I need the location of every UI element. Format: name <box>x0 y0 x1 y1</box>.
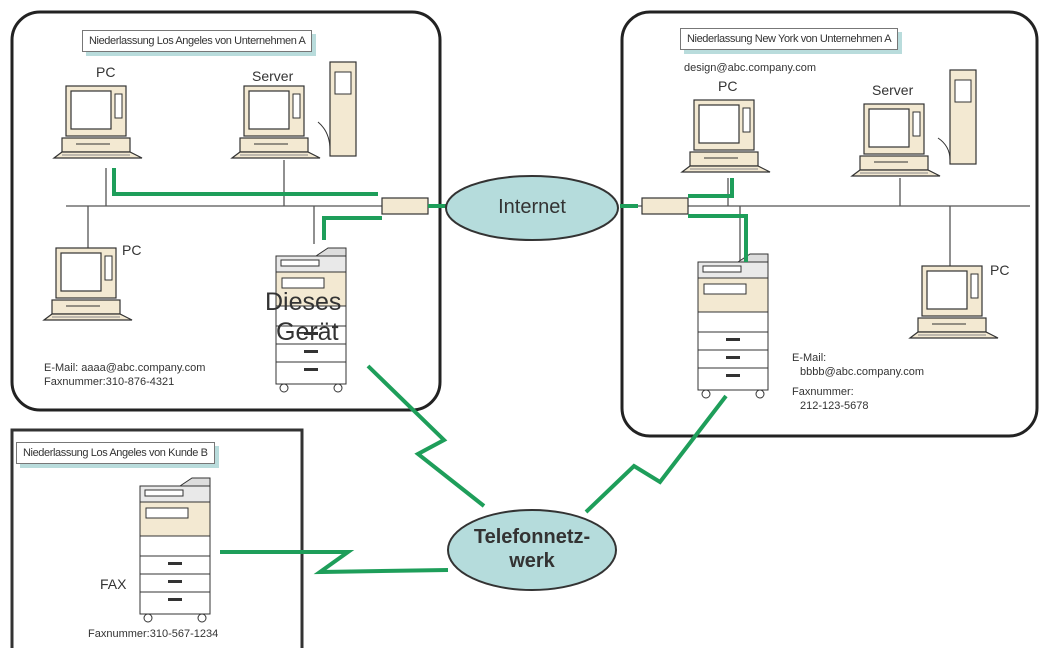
server-label-la: Server <box>252 68 294 84</box>
la-email-address: E-Mail: aaaa@abc.company.com <box>44 362 206 374</box>
branch-title-ny-company-a: Niederlassung New York von Unternehmen A <box>680 28 899 50</box>
phone-links <box>220 364 728 575</box>
server-label-ny: Server <box>872 82 914 98</box>
branch-title-la-customer-b: Niederlassung Los Angeles von Kunde B <box>16 442 215 464</box>
telephone-network-label-line1: Telefonnetz- <box>473 526 591 548</box>
pc-label-ny-right: PC <box>990 262 1010 278</box>
router-icon-la <box>381 197 429 215</box>
telephone-network-label-line2: werk <box>509 550 555 572</box>
ny-design-email: design@abc.company.com <box>684 62 817 74</box>
pc-label-ny-top: PC <box>718 78 738 94</box>
this-device-label-line2: Gerät <box>276 318 339 346</box>
this-device-label-line1: Dieses <box>265 288 342 316</box>
telephone-network-cloud <box>447 509 617 591</box>
server-tower-icon-la <box>317 61 357 157</box>
pc-label-la-top: PC <box>96 64 116 80</box>
fax-device-label: FAX <box>100 576 127 592</box>
branch-title-la-company-a: Niederlassung Los Angeles von Unternehme… <box>82 30 313 52</box>
internet-label: Internet <box>498 196 566 218</box>
multifunction-printer-icon-ny <box>697 253 769 399</box>
data-links <box>112 168 748 262</box>
internet-cloud <box>445 175 619 241</box>
pc-label-la-bottom: PC <box>122 242 142 258</box>
router-icon-ny <box>641 197 689 215</box>
ny-fax-number: 212-123-5678 <box>800 400 869 412</box>
la-fax-number: Faxnummer:310-876-4321 <box>44 376 175 388</box>
ny-email-label: E-Mail: <box>792 352 827 364</box>
ny-fax-label: Faxnummer: <box>792 386 854 398</box>
branch-box-la-company-a <box>10 10 442 412</box>
server-tower-icon-ny <box>937 69 977 165</box>
customer-b-fax-number: Faxnummer:310-567-1234 <box>88 628 219 640</box>
fax-machine-icon-customer-b <box>139 477 211 623</box>
ny-email-address: bbbb@abc.company.com <box>800 366 925 378</box>
